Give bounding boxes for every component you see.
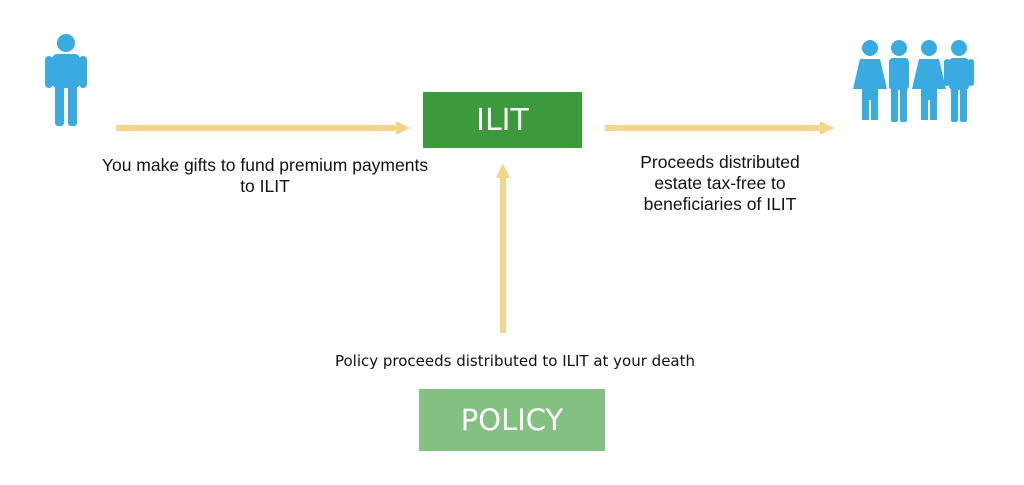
policy-proceeds-label: Policy proceeds distributed to ILIT at y…	[334, 352, 696, 370]
gift-label: You make gifts to fund premium payments …	[70, 155, 460, 197]
ilit-node: ILIT	[423, 92, 582, 148]
proceeds-label-line-1: Proceeds distributed	[640, 152, 800, 172]
person-icon	[45, 34, 87, 126]
policy-label: POLICY	[460, 403, 564, 437]
policy-node: POLICY	[419, 389, 605, 451]
proceeds-label: Proceeds distributed estate tax-free to …	[600, 152, 840, 215]
gift-label-line-1: You make gifts to fund premium payments	[101, 155, 429, 175]
proceeds-label-line-3: beneficiaries of ILIT	[643, 194, 797, 214]
gift-label-line-2: to ILIT	[240, 176, 290, 196]
arrow-ilit-to-beneficiaries	[605, 121, 834, 135]
arrow-donor-to-ilit	[116, 121, 410, 135]
group-of-people-icon	[853, 40, 974, 122]
arrow-policy-to-ilit	[496, 163, 510, 333]
proceeds-label-line-2: estate tax-free to	[654, 173, 786, 193]
ilit-label: ILIT	[476, 102, 529, 138]
